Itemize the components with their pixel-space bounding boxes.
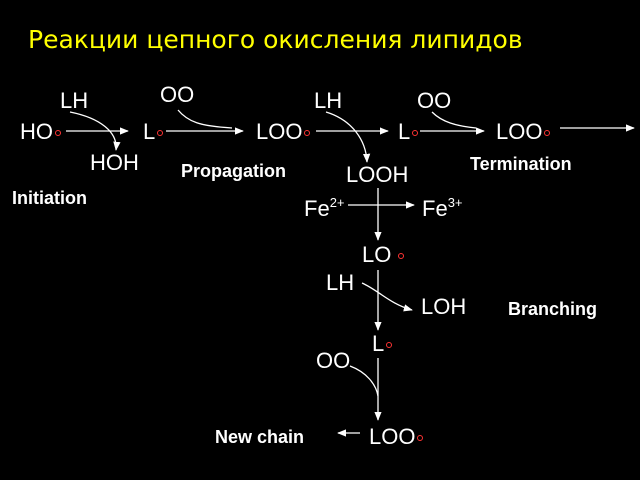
- iron-ii: Fe2+: [304, 195, 345, 221]
- label-termination: Termination: [470, 154, 572, 174]
- hydroperoxide: LOOH: [346, 162, 409, 187]
- curve-lh-to-hoh: [69, 111, 121, 151]
- radical-dot: [304, 130, 311, 136]
- curve-lh-to-looh: [325, 111, 371, 163]
- oxygen-2: OO: [417, 88, 452, 113]
- oxygen-1: OO: [160, 82, 195, 107]
- lh-reactant-1: LH: [60, 88, 89, 113]
- curve-oxygen-2: [431, 111, 477, 129]
- hydroxyl-radical: HO: [20, 121, 61, 143]
- iron-iii: Fe3+: [422, 195, 463, 221]
- radical-dot: [55, 130, 61, 136]
- oxygen-3: OO: [316, 348, 351, 373]
- alkoxyl-radical: LO: [362, 244, 405, 266]
- radical-dot: [157, 130, 164, 136]
- slide-title: Реакции цепного окисления липидов: [28, 25, 523, 54]
- peroxyl-radical-2: LOO: [496, 121, 551, 143]
- curve-oxygen-3: [349, 365, 379, 397]
- peroxyl-radical-3: LOO: [369, 426, 424, 448]
- lipid-radical-1: L: [143, 121, 164, 143]
- radical-dot: [544, 130, 551, 136]
- water-product: HOH: [90, 150, 139, 175]
- lh-reactant-2: LH: [314, 88, 343, 113]
- peroxyl-radical-1: LOO: [256, 121, 311, 143]
- lh-reactant-3: LH: [326, 270, 355, 295]
- radical-dot: [417, 435, 424, 441]
- alcohol-product: LOH: [421, 294, 467, 319]
- radical-dot: [412, 130, 419, 136]
- lipid-radical-3: L: [372, 333, 393, 355]
- curve-oxygen-1: [177, 109, 233, 129]
- label-propagation: Propagation: [181, 161, 287, 181]
- radical-dot: [398, 253, 405, 259]
- curve-lh-to-loh: [361, 282, 413, 312]
- label-initiation: Initiation: [12, 188, 87, 208]
- lipid-radical-2: L: [398, 121, 419, 143]
- label-new-chain: New chain: [215, 427, 305, 447]
- radical-dot: [386, 342, 393, 348]
- label-branching: Branching: [508, 299, 598, 319]
